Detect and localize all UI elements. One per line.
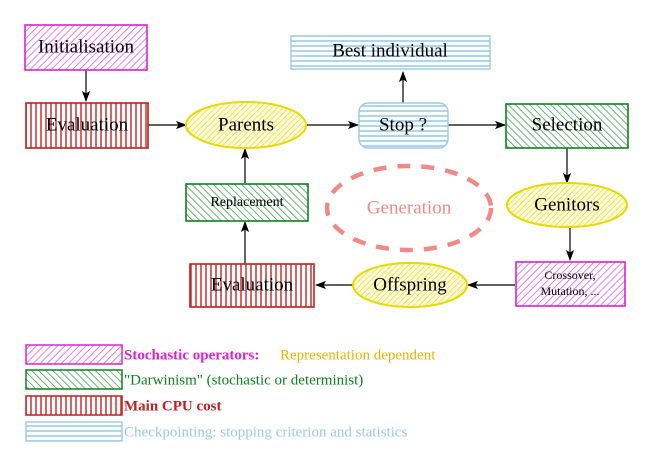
node-parents-label: Parents bbox=[218, 114, 274, 135]
legend-label-darwinism: "Darwinism" (stochastic or determinist) bbox=[124, 372, 363, 388]
node-parents-shape bbox=[185, 101, 307, 149]
legend-swatch-green-backdiagonal-hatch bbox=[25, 369, 123, 390]
node-initialisation[interactable]: Initialisation bbox=[24, 24, 148, 71]
legend-item-darwinism: "Darwinism" (stochastic or determinist) bbox=[25, 369, 363, 390]
node-initialisation-label: Initialisation bbox=[38, 36, 135, 57]
node-generation-label: Generation bbox=[367, 197, 452, 218]
legend-swatch-red-vertical-hatch bbox=[25, 395, 123, 416]
legend-item-checkpointing: Checkpointing: stopping criterion and st… bbox=[25, 421, 407, 442]
legend-item-main-cpu-cost: Main CPU cost bbox=[25, 395, 222, 416]
node-evaluation-top[interactable]: Evaluation bbox=[25, 102, 149, 149]
node-evaluation-top-shape bbox=[25, 102, 149, 149]
edge-layer bbox=[81, 70, 575, 290]
node-selection[interactable]: Selection bbox=[505, 103, 629, 149]
node-selection-shape bbox=[505, 103, 629, 149]
node-best-individual[interactable]: Best individual bbox=[290, 35, 491, 70]
node-evaluation-top-label: Evaluation bbox=[46, 114, 129, 135]
node-parents[interactable]: Parents bbox=[185, 101, 307, 149]
node-genitors-shape bbox=[506, 182, 628, 228]
node-generation-shape bbox=[324, 163, 494, 253]
legend-label-stochastic-operators: Stochastic operators: bbox=[124, 347, 259, 363]
node-best-individual-shape bbox=[290, 35, 491, 70]
legend-label-representation-dependent: Representation dependent bbox=[280, 347, 436, 363]
node-crossover-mutation[interactable]: Crossover, Mutation, ... bbox=[515, 261, 626, 307]
node-stop-label: Stop ? bbox=[379, 114, 427, 135]
legend-swatch-magenta-diagonal-hatch bbox=[25, 344, 123, 365]
node-replacement-shape bbox=[185, 183, 309, 222]
node-crossover-mutation-label-line1: Crossover, bbox=[544, 268, 595, 282]
legend-label-main-cpu-cost: Main CPU cost bbox=[124, 398, 222, 414]
node-evaluation-bottom-label: Evaluation bbox=[211, 274, 294, 295]
legend-label-checkpointing: Checkpointing: stopping criterion and st… bbox=[124, 424, 407, 440]
node-offspring[interactable]: Offspring bbox=[352, 262, 468, 308]
node-replacement[interactable]: Replacement bbox=[185, 183, 309, 222]
node-selection-label: Selection bbox=[532, 114, 603, 135]
node-genitors[interactable]: Genitors bbox=[506, 182, 628, 228]
node-genitors-label: Genitors bbox=[534, 194, 599, 215]
node-replacement-label: Replacement bbox=[210, 195, 283, 210]
node-stop[interactable]: Stop ? bbox=[358, 102, 449, 149]
node-generation: Generation bbox=[324, 163, 494, 253]
node-crossover-mutation-shape bbox=[515, 261, 626, 307]
legend-swatch-blue-horizontal-hatch bbox=[25, 421, 123, 442]
node-initialisation-shape bbox=[24, 24, 148, 71]
node-evaluation-bottom[interactable]: Evaluation bbox=[189, 263, 315, 308]
node-offspring-shape bbox=[352, 262, 468, 308]
node-crossover-mutation-label-line2: Mutation, ... bbox=[541, 284, 600, 298]
node-stop-shape bbox=[358, 102, 449, 149]
legend: Stochastic operators: Representation dep… bbox=[25, 344, 436, 442]
node-offspring-label: Offspring bbox=[373, 274, 447, 295]
node-evaluation-bottom-shape bbox=[189, 263, 315, 308]
legend-item-stochastic-operators: Stochastic operators: Representation dep… bbox=[25, 344, 436, 365]
node-best-individual-label: Best individual bbox=[332, 40, 448, 61]
